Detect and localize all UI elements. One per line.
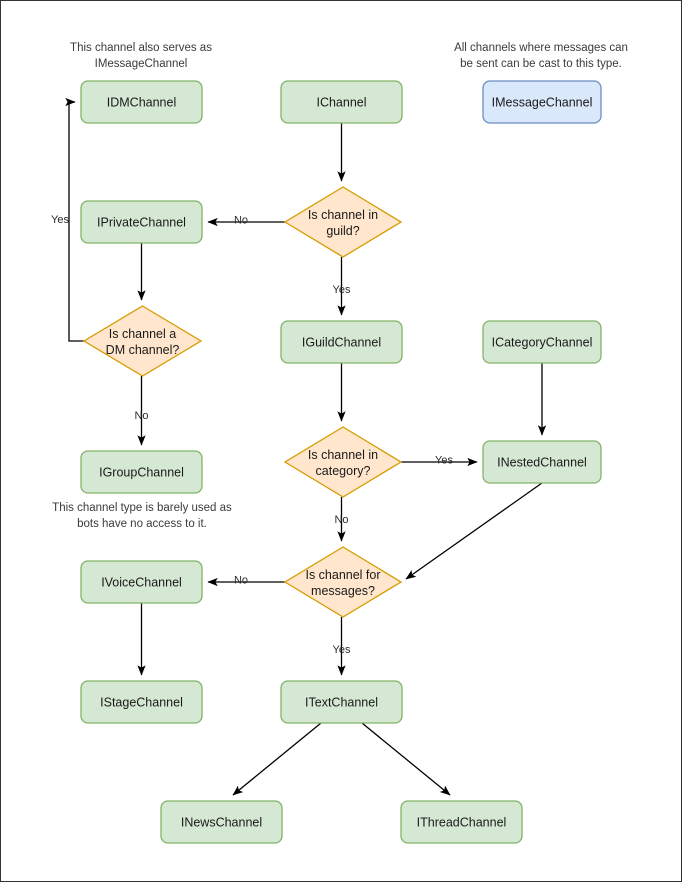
annotation-igroup-channel-line1: This channel type is barely used as: [52, 502, 232, 514]
decision-is-channel-for-messages-shape[interactable]: [283, 546, 403, 618]
node-iprivate-channel-label: IPrivateChannel: [97, 215, 186, 229]
node-iguild-channel-label: IGuildChannel: [302, 335, 381, 349]
annotation-imessage-channel-line2: be sent can be cast to this type.: [460, 58, 622, 70]
node-imessage-channel[interactable]: IMessageChannel: [482, 80, 602, 124]
node-inested-channel-shape[interactable]: [482, 440, 602, 484]
decision-is-channel-in-guild-shape[interactable]: [283, 186, 403, 258]
edge-label-isdm-no: No: [134, 410, 148, 422]
edge-label-ismessages-no: No: [234, 574, 248, 586]
decision-is-channel-for-messages-line1: Is channel for: [305, 568, 380, 582]
decision-is-channel-a-dm-channel-shape[interactable]: [82, 305, 203, 377]
node-ivoice-channel[interactable]: IVoiceChannel: [80, 560, 203, 604]
node-icategory-channel-label: ICategoryChannel: [492, 335, 593, 349]
node-idm-channel[interactable]: IDMChannel: [80, 80, 203, 124]
node-inews-channel[interactable]: INewsChannel: [160, 800, 283, 844]
node-igroup-channel-label: IGroupChannel: [99, 465, 184, 479]
node-itext-channel-shape[interactable]: [280, 680, 403, 724]
node-iprivate-channel[interactable]: IPrivateChannel: [80, 200, 203, 244]
decision-is-channel-a-dm-channel[interactable]: Is channel a DM channel?: [82, 305, 203, 377]
edge-label-ismessages-yes: Yes: [333, 644, 351, 656]
edge-itext-to-inews: [232, 722, 322, 796]
decision-is-channel-a-dm-channel-line2: DM channel?: [106, 343, 180, 357]
annotation-igroup-channel-line2: bots have no access to it.: [77, 518, 207, 530]
node-ichannel-label: IChannel: [316, 95, 366, 109]
edge-itext-to-ithread: [361, 722, 451, 796]
node-igroup-channel[interactable]: IGroupChannel: [80, 450, 203, 494]
edge-label-iscategory-yes: Yes: [435, 454, 453, 466]
edge-label-iscategory-no: No: [334, 514, 348, 526]
annotations-layer: This channel also serves as IMessageChan…: [52, 42, 628, 530]
decision-is-channel-for-messages[interactable]: Is channel for messages?: [283, 546, 403, 618]
annotation-imessage-channel-line1: All channels where messages can: [454, 42, 628, 54]
decision-is-channel-in-guild-line1: Is channel in: [308, 208, 378, 222]
node-iguild-channel[interactable]: IGuildChannel: [280, 320, 403, 364]
node-istage-channel-shape[interactable]: [80, 680, 203, 724]
node-inested-channel[interactable]: INestedChannel: [482, 440, 602, 484]
node-icategory-channel[interactable]: ICategoryChannel: [482, 320, 602, 364]
node-ivoice-channel-label: IVoiceChannel: [101, 575, 182, 589]
node-idm-channel-label: IDMChannel: [107, 95, 176, 109]
annotation-idm-channel-line1: This channel also serves as: [70, 42, 212, 54]
edges-layer: No Yes Yes No Yes No: [51, 97, 547, 796]
edge-label-isguild-yes: Yes: [333, 284, 351, 296]
edge-inested-to-ismessages: [405, 482, 543, 580]
node-istage-channel[interactable]: IStageChannel: [80, 680, 203, 724]
annotation-idm-channel: This channel also serves as IMessageChan…: [70, 42, 212, 70]
annotation-idm-channel-line2: IMessageChannel: [95, 58, 188, 70]
node-itext-channel-label: ITextChannel: [305, 695, 378, 709]
node-iprivate-channel-shape[interactable]: [80, 200, 203, 244]
node-ichannel-shape[interactable]: [280, 80, 403, 124]
decision-is-channel-in-category[interactable]: Is channel in category?: [283, 426, 403, 498]
node-inews-channel-shape[interactable]: [160, 800, 283, 844]
node-ivoice-channel-shape[interactable]: [80, 560, 203, 604]
decision-is-channel-in-guild-line2: guild?: [326, 224, 359, 238]
decision-is-channel-for-messages-line2: messages?: [311, 584, 375, 598]
node-idm-channel-shape[interactable]: [80, 80, 203, 124]
node-ithread-channel[interactable]: IThreadChannel: [400, 800, 523, 844]
node-igroup-channel-shape[interactable]: [80, 450, 203, 494]
node-ithread-channel-shape[interactable]: [400, 800, 523, 844]
decision-is-channel-in-guild[interactable]: Is channel in guild?: [283, 186, 403, 258]
node-itext-channel[interactable]: ITextChannel: [280, 680, 403, 724]
node-icategory-channel-shape[interactable]: [482, 320, 602, 364]
node-ichannel[interactable]: IChannel: [280, 80, 403, 124]
node-inews-channel-label: INewsChannel: [181, 815, 262, 829]
node-inested-channel-label: INestedChannel: [497, 455, 587, 469]
annotation-igroup-channel: This channel type is barely used as bots…: [52, 502, 232, 530]
node-ithread-channel-label: IThreadChannel: [417, 815, 507, 829]
decision-is-channel-in-category-line2: category?: [316, 464, 371, 478]
edge-label-isdm-yes: Yes: [51, 214, 69, 226]
edge-isdm-to-idm: [65, 97, 84, 342]
node-iguild-channel-shape[interactable]: [280, 320, 403, 364]
decision-is-channel-in-category-line1: Is channel in: [308, 448, 378, 462]
node-imessage-channel-label: IMessageChannel: [492, 95, 593, 109]
edge-label-isguild-no: No: [234, 214, 248, 226]
decision-is-channel-in-category-shape[interactable]: [283, 426, 403, 498]
annotation-imessage-channel: All channels where messages can be sent …: [454, 42, 628, 70]
node-istage-channel-label: IStageChannel: [100, 695, 183, 709]
decision-is-channel-a-dm-channel-line1: Is channel a: [109, 327, 176, 341]
nodes-layer: IDMChannel IChannel IMessageChannel IPri…: [80, 80, 602, 844]
node-imessage-channel-shape[interactable]: [482, 80, 602, 124]
